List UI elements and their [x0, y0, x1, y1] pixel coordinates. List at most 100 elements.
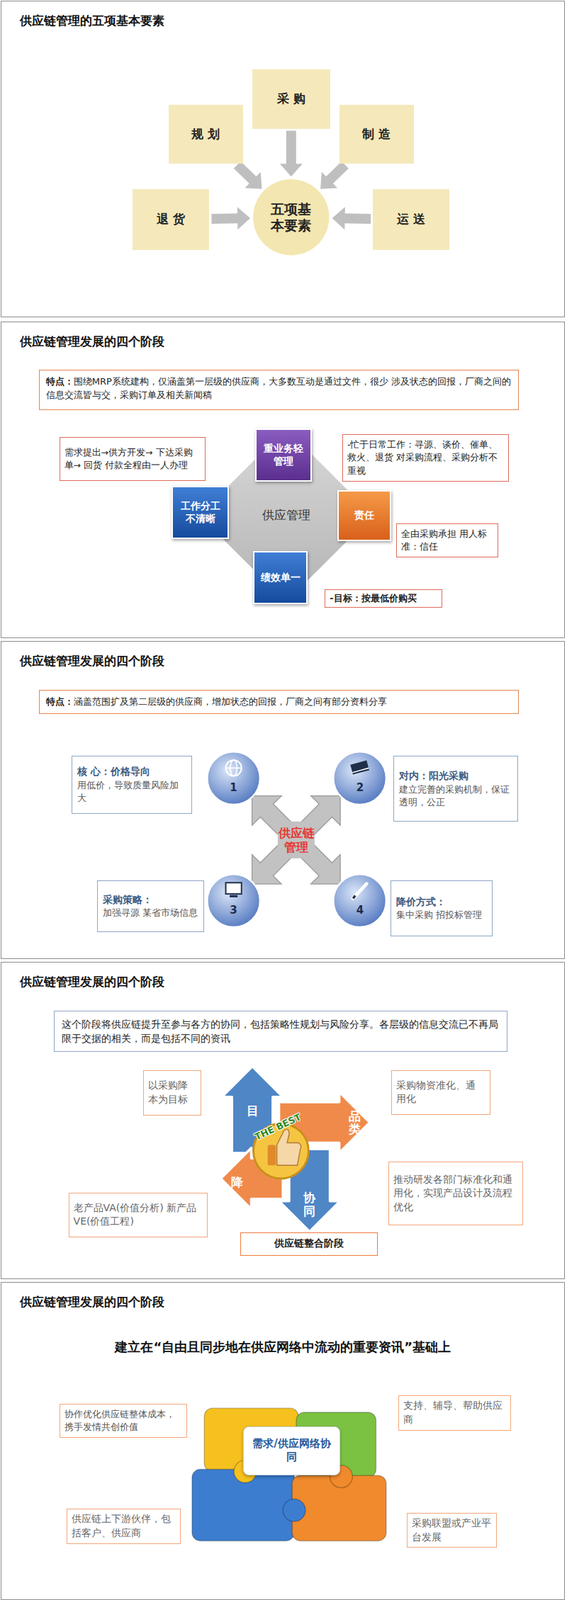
stage-panel: 供应链管理发展的四个阶段特点：涵盖范围扩及第二层级的供应商，增加状态的回报，厂商… [0, 641, 565, 959]
bcirc-shape [205, 750, 262, 807]
stage-panel: 供应链管理发展的四个阶段建立在“自由且同步地在供应网络中流动的重要资讯”基础上协… [0, 1282, 565, 1600]
block-arrow [237, 165, 263, 190]
globe-icon [225, 761, 241, 777]
node-subtext: 用低价，导致质量风险加大 [77, 779, 187, 806]
node-subtext: 建立在“自由且同步地在供应网络中流动的重要资讯”基础上 [114, 1339, 451, 1357]
stage-box: 供应链整合阶段 [240, 1233, 379, 1257]
node-text: 规划 [187, 126, 224, 143]
arrow-head [332, 206, 346, 230]
pinwheel-arrows [220, 1067, 370, 1233]
pencil-icon [353, 884, 368, 900]
node-text: 老产品VA(价值分析) 新产品VE(价值工程) [73, 1202, 203, 1230]
callout-box: 采购物资准化、通用化 [391, 1070, 491, 1116]
node-text: 供应链管理 [274, 826, 318, 856]
node-subtext: 涵盖范围扩及第二层级的供应商，增加状态的回报，厂商之间有部分资料分享 [73, 696, 387, 708]
node-text: 以采购降本为目标 [148, 1079, 197, 1108]
center-box: 需求/供应网络协同 [243, 1427, 341, 1477]
node-text: 全由采购承担 用人标准：信任 [401, 528, 494, 554]
arrow-head [320, 172, 338, 190]
arrow-label: 品类 [348, 1110, 361, 1137]
node-text: 2 [356, 781, 364, 795]
node-text: 这个阶段将供应链提升至参与各方的协同，包括策略性规划与风险分享。各层级的信息交流… [61, 1017, 500, 1047]
center-cross: 供应链管理 [250, 794, 343, 887]
feature-box: 特点：涵盖范围扩及第二层级的供应商，增加状态的回报，厂商之间有部分资料分享 [38, 690, 519, 715]
node-text: 推动研发各部门标准化和通用化，实现产品设计及流程优化 [393, 1173, 519, 1216]
arrow-shaft [237, 165, 254, 182]
intro-box: 这个阶段将供应链提升至参与各方的协同，包括策略性规划与风险分享。各层级的信息交流… [53, 1011, 508, 1053]
node-text: 对内：阳光采购 [399, 768, 469, 784]
node-text: 降价方式： [396, 895, 446, 910]
issue-square: 绩效单一 [253, 551, 307, 605]
block-arrow [320, 165, 346, 190]
arrow-shaft [286, 131, 297, 166]
arrow-label: 目 [246, 1103, 259, 1120]
node-text: 供应链上下游伙伴，包括客户、供应商 [71, 1513, 176, 1541]
callout-box: 对内：阳光采购建立完善的采购机制，保证透明，公正 [393, 756, 519, 823]
node-text: 供应链整合阶段 [274, 1238, 344, 1251]
node-text: -目标：按最低价购买 [329, 592, 417, 606]
issue-square: 工作分工不清晰 [171, 486, 229, 540]
node-subtext: 围绕MRP系统建构，仅涵盖第一层级的供应商，大多数互动是通过文件，很少 涉及状态… [46, 376, 512, 402]
number-circle: 3 [205, 873, 262, 930]
arrow-head [237, 206, 251, 230]
node-text: 1 [229, 781, 237, 795]
callout-box: 推动研发各部门标准化和通用化，实现产品设计及流程优化 [388, 1162, 524, 1226]
node-text: 协作优化供应链整体成本，携手发情共创价值 [64, 1408, 183, 1435]
node-text: 核 心：价格导向 [77, 764, 151, 779]
node-text: 供应管理 [262, 507, 311, 524]
callout-box: 支持、辅导、帮助供应商 [398, 1396, 512, 1431]
node-text: 采购策略： [102, 893, 153, 908]
callout-box: 供应链上下游伙伴，包括客户、供应商 [66, 1509, 181, 1545]
callout-box: 全由采购承担 用人标准：信任 [396, 523, 499, 558]
node-text: 责任 [354, 509, 375, 523]
element-box: 制造 [339, 104, 414, 164]
callout-box: 需求提出→供方开发→ 下达采购单→ 回货 付款全程由一人办理 [59, 437, 206, 482]
stage-panel: 供应链管理发展的四个阶段特点：围绕MRP系统建构，仅涵盖第一层级的供应商，大多数… [0, 321, 565, 639]
node-text: 4 [356, 904, 364, 918]
node-text: 特点： [46, 376, 74, 387]
node-text: 供应链管理发展的四个阶段 [19, 653, 165, 670]
node-text: 供应链管理的五项基本要素 [19, 12, 165, 30]
node-text: 制造 [357, 126, 395, 143]
block-arrow [332, 206, 372, 230]
block-arrow [211, 206, 251, 230]
callout-box: 核 心：价格导向用低价，导致质量风险加大 [71, 756, 193, 815]
node-text: 采购 [272, 90, 310, 108]
arrow-label: THE BEST [253, 1112, 303, 1144]
callout-box: 采购联盟或产业平台发展 [406, 1513, 497, 1549]
node-text: 运送 [392, 211, 430, 228]
node-text: 3 [229, 904, 237, 918]
arrow-label: 协同 [303, 1192, 316, 1219]
node-text: 供应链管理发展的四个阶段 [19, 1294, 165, 1312]
element-box: 运送 [372, 189, 450, 251]
callout-box: -忙于日常工作：寻源、谈价、催单、救火、退货 对采购流程、采购分析不重视 [342, 434, 509, 483]
arrow-head [244, 172, 262, 190]
callout-box: 协作优化供应链整体成本，携手发情共创价值 [59, 1404, 188, 1439]
node-text: 重业务轻管理 [259, 442, 307, 468]
node-text: 采购物资准化、通用化 [396, 1079, 486, 1108]
node-text: 绩效单一 [260, 571, 301, 585]
bcirc-shape [331, 873, 388, 930]
issue-square: 重业务轻管理 [255, 428, 312, 482]
element-box: 采购 [252, 69, 331, 129]
node-text: -忙于日常工作：寻源、谈价、催单、救火、退货 对采购流程、采购分析不重视 [347, 438, 504, 477]
center-circle: 五项基本要素 [252, 178, 331, 257]
callout-box: 以采购降本为目标 [143, 1070, 202, 1117]
number-circle: 4 [331, 873, 388, 930]
node-text: 采购联盟或产业平台发展 [411, 1517, 492, 1546]
node-text: 特点： [46, 696, 74, 708]
node-text: 五项基本要素 [265, 201, 318, 234]
stage-panel: 供应链管理的五项基本要素采购规划 制造退货 五项基本要素 运送 [0, 0, 565, 318]
node-subtext: 加强寻源 某省市场信息 [102, 907, 198, 920]
number-circle: 1 [205, 750, 262, 807]
arrow-shaft [328, 165, 346, 182]
arrow-label: 降 [231, 1175, 244, 1192]
node-text: 退货 [152, 211, 190, 228]
callout-box: 降价方式：集中采购 招投标管理 [390, 880, 493, 937]
issue-square: 责任 [337, 490, 392, 542]
arrow-shaft [343, 213, 372, 224]
computer-icon [225, 883, 241, 899]
callout-box: -目标：按最低价购买 [324, 589, 443, 609]
book-icon [350, 761, 370, 776]
